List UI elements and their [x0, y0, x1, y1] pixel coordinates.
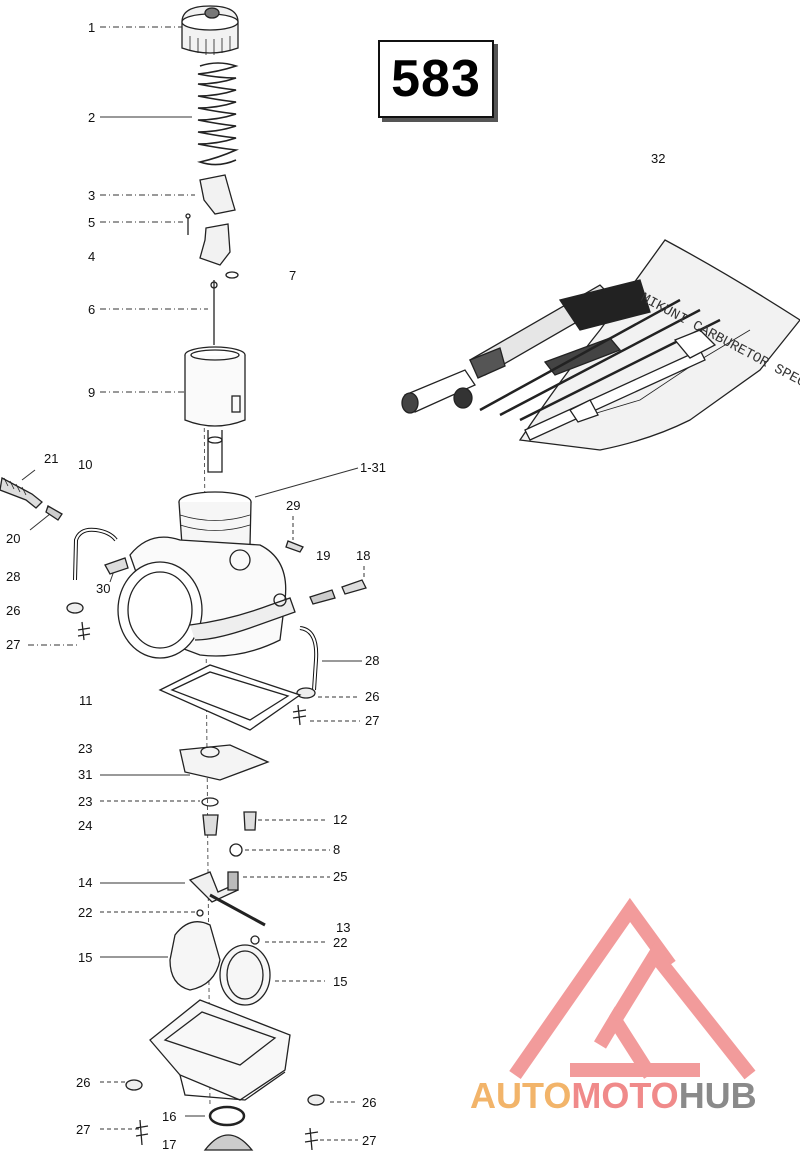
automotohub-logo: [509, 897, 756, 1080]
callout-label: 26: [365, 689, 380, 704]
callout-label: 24: [78, 818, 93, 833]
callout-label: 23: [78, 794, 93, 809]
callout-label: 19: [316, 548, 331, 563]
callout-label: 15: [333, 974, 348, 989]
callout-label: 27: [362, 1133, 377, 1148]
callout-label: 15: [78, 950, 93, 965]
diagram-number: 583: [391, 50, 481, 108]
callout-label: 2: [88, 110, 96, 125]
callout-label: 4: [88, 249, 96, 264]
callout-label: 9: [88, 385, 96, 400]
callout-label: 16: [162, 1109, 177, 1124]
callout-label: 26: [362, 1095, 377, 1110]
diagram-number-badge: 583: [378, 40, 494, 118]
brand-moto: MOTO: [571, 1075, 679, 1116]
callout-label: 27: [76, 1122, 91, 1137]
callout-label: 6: [88, 302, 96, 317]
callout-label: 32: [651, 151, 666, 166]
float-chamber-gasket: [158, 664, 302, 857]
float-arm-and-pin: [188, 871, 266, 945]
pilot-air-screw: [0, 477, 118, 581]
carburetor-body: [66, 491, 367, 726]
callout-label: 20: [6, 531, 21, 546]
brand-hub: HUB: [678, 1075, 757, 1116]
callout-label: 26: [76, 1075, 91, 1090]
callout-label: 18: [356, 548, 371, 563]
callout-label: 14: [78, 875, 93, 890]
callout-label: 27: [6, 637, 21, 652]
callout-label: 5: [88, 215, 96, 230]
callout-label: 26: [6, 603, 21, 618]
callout-label: 30: [96, 581, 111, 596]
callout-label: 29: [286, 498, 301, 513]
callout-label: 31: [78, 767, 93, 782]
callout-label: 23: [78, 741, 93, 756]
needle-clip-parts: [185, 174, 239, 345]
callout-label: 21: [44, 451, 59, 466]
throttle-spring: [197, 62, 240, 166]
callout-label: 28: [6, 569, 21, 584]
callout-label: 17: [162, 1137, 177, 1152]
tool-kit-pouch: MIKUNI CARBURETOR SPECIAL TOOLS: [401, 239, 800, 451]
throttle-slide: [184, 346, 246, 473]
callout-label: 7: [289, 268, 297, 283]
floats: [169, 921, 271, 1006]
brand-auto: AUTO: [470, 1075, 572, 1116]
float-bowl: [125, 999, 325, 1151]
callout-label: 22: [333, 935, 348, 950]
callout-label: 12: [333, 812, 348, 827]
callout-label: 27: [365, 713, 380, 728]
callout-label: 8: [333, 842, 341, 857]
callout-label: 22: [78, 905, 93, 920]
callout-label: 3: [88, 188, 96, 203]
callout-label: 28: [365, 653, 380, 668]
callout-label: 25: [333, 869, 348, 884]
callout-label: 1: [88, 20, 96, 35]
carburetor-cap: [181, 5, 239, 55]
callout-label: 10: [78, 457, 93, 472]
callout-label: 1-31: [360, 460, 387, 475]
callout-label: 11: [79, 693, 93, 708]
automotohub-wordmark: AUTOMOTOHUB: [470, 1078, 757, 1114]
callout-label: 13: [336, 920, 351, 935]
